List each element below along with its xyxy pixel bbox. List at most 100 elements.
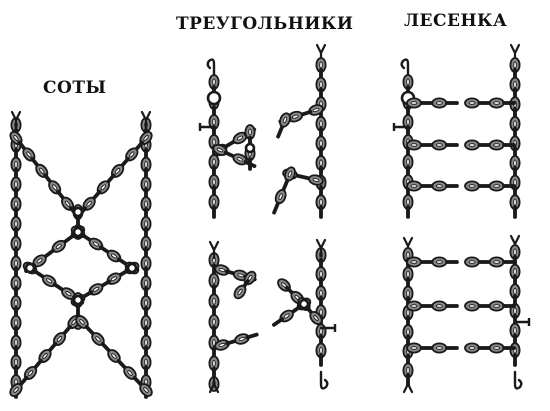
connector-ring: [72, 226, 84, 238]
chain-link-hole: [319, 61, 323, 69]
chain-link-hole: [319, 81, 323, 89]
hook-icon: [513, 370, 523, 390]
fork-end-icon: [208, 374, 220, 394]
chain-segment: [464, 180, 516, 192]
chain-link-hole: [319, 347, 323, 354]
chain-link-hole: [212, 359, 216, 367]
chain-link-hole: [216, 147, 224, 153]
chain-link-hole: [493, 260, 501, 264]
chain-segment: [402, 247, 414, 387]
chain-link-hole: [14, 161, 18, 169]
chain-link-edge: [502, 346, 516, 350]
chain-link-hole: [218, 343, 226, 347]
chain-link-edge: [276, 125, 284, 139]
chain-link-edge: [419, 143, 434, 147]
chain-link-hole: [237, 288, 243, 296]
triangles-chain-pattern: [198, 43, 337, 394]
chain-segment: [272, 166, 296, 215]
chain-link-hole: [410, 260, 418, 264]
chain-link-hole: [435, 304, 443, 308]
chain-segment: [233, 270, 257, 300]
chain-link-hole: [14, 319, 18, 327]
connector-ring: [24, 262, 36, 274]
chain-link-hole: [513, 159, 517, 167]
connector-ring: [244, 142, 256, 154]
chain-link-hole: [319, 139, 323, 147]
chain-link-hole: [513, 327, 517, 334]
chain-link-hole: [100, 184, 106, 191]
chain-link-hole: [143, 387, 149, 393]
chain-link-hole: [111, 353, 117, 359]
chain-segment: [406, 97, 459, 109]
chain-link-hole: [212, 318, 216, 326]
chain-link-hole: [319, 198, 323, 206]
chain-segment: [464, 342, 516, 354]
chain-link-hole: [410, 101, 418, 105]
chain-link-hole: [79, 319, 85, 325]
chain-segment: [9, 130, 80, 218]
chain-link-hole: [64, 200, 71, 207]
chain-link-hole: [144, 220, 148, 228]
chain-link-hole: [144, 259, 148, 267]
connector-ring: [126, 262, 138, 274]
chain-link-edge: [248, 157, 252, 171]
chain-link-hole: [129, 151, 135, 158]
triangles-pattern-label: ТРЕУГОЛЬНИКИ: [176, 14, 354, 34]
chain-link-edge: [502, 304, 516, 308]
chain-link-hole: [493, 184, 501, 188]
chain-link-edge: [245, 332, 259, 340]
chain-link-edge: [419, 260, 434, 264]
hook-icon: [400, 58, 410, 78]
chain-link-hole: [410, 346, 418, 350]
chain-link-hole: [144, 319, 148, 327]
chain-link-hole: [513, 81, 517, 89]
chain-link-hole: [435, 143, 443, 147]
chain-link-hole: [312, 108, 320, 112]
chain-segment: [214, 264, 257, 282]
chain-segment: [464, 256, 516, 268]
chain-link-hole: [468, 346, 476, 350]
hook-icon: [319, 370, 329, 390]
chain-link-hole: [39, 167, 45, 174]
chain-link-hole: [14, 299, 18, 307]
chain-link-hole: [312, 178, 320, 182]
chain-link-hole: [212, 178, 216, 186]
chain-link-hole: [144, 358, 148, 366]
chain-link-hole: [110, 276, 118, 282]
chain-link-hole: [468, 304, 476, 308]
chain-segment: [315, 247, 327, 367]
chain-link-hole: [238, 337, 246, 341]
chain-link-hole: [42, 353, 48, 359]
chain-link-edge: [419, 346, 434, 350]
chain-segment: [406, 139, 459, 151]
fork-end-icon: [315, 238, 327, 258]
chain-link-hole: [313, 315, 319, 321]
chain-link-hole: [435, 101, 443, 105]
chain-link-edge: [419, 184, 434, 188]
chain-link-hole: [406, 309, 410, 317]
chain-link-hole: [212, 198, 216, 206]
chain-link-hole: [406, 270, 410, 278]
chain-link-hole: [144, 299, 148, 307]
chain-link-hole: [212, 297, 216, 305]
chain-link-hole: [282, 116, 288, 124]
ladder-chain-pattern: [392, 43, 531, 394]
chain-link-hole: [14, 339, 18, 347]
chain-link-edge: [272, 201, 280, 215]
chain-link-hole: [144, 200, 148, 208]
chain-link-hole: [278, 193, 283, 200]
chain-link-edge: [445, 143, 459, 147]
chain-segment: [406, 180, 459, 192]
chain-link-hole: [144, 279, 148, 287]
chain-link-hole: [410, 184, 418, 188]
chain-segment: [464, 97, 516, 109]
chain-link-hole: [493, 101, 501, 105]
chain-link-hole: [236, 135, 244, 141]
chain-link-hole: [468, 143, 476, 147]
chain-link-edge: [319, 353, 323, 367]
chain-link-hole: [212, 78, 216, 86]
chain-link-edge: [212, 205, 216, 219]
honeycomb-pattern-label: СОТЫ: [43, 78, 107, 98]
chain-link-edge: [445, 184, 459, 188]
chain-link-hole: [86, 200, 92, 207]
